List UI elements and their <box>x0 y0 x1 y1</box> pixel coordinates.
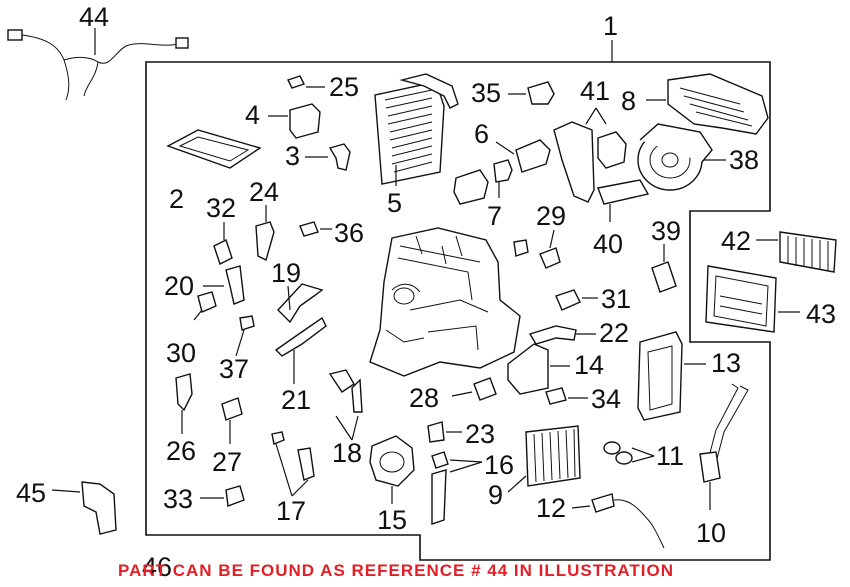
actuator-28 <box>473 377 497 401</box>
sensor-34 <box>545 387 567 405</box>
blower-motor-38 <box>637 123 726 191</box>
callout-37: 37 <box>219 354 250 384</box>
actuator-6 <box>495 139 551 173</box>
clip-36 <box>299 221 319 237</box>
callout-11: 11 <box>656 441 685 471</box>
callout-28: 28 <box>409 383 440 413</box>
callout-22: 22 <box>599 318 630 348</box>
callout-29: 29 <box>536 201 567 231</box>
o-rings-11 <box>603 441 655 465</box>
hvac-housing <box>369 227 521 377</box>
callout-7: 7 <box>487 201 503 231</box>
callout-38: 38 <box>729 145 760 175</box>
evaporator-5 <box>374 73 459 186</box>
callout-27: 27 <box>212 447 243 477</box>
heater-pipes-10 <box>699 383 749 510</box>
small-part-25 <box>287 75 325 89</box>
bracket-40 <box>597 179 650 222</box>
bracket-22 <box>528 325 577 345</box>
bracket-16 <box>431 451 483 525</box>
block-4 <box>268 103 321 139</box>
sensor-29b <box>513 239 529 257</box>
resistor-39 <box>651 261 677 293</box>
blower-housing-8 <box>646 73 769 135</box>
actuator-29 <box>539 247 561 269</box>
bracket-31 <box>555 289 581 311</box>
motor-15 <box>369 435 415 504</box>
callout-41: 41 <box>580 76 611 106</box>
callout-14: 14 <box>574 350 605 380</box>
callout-44: 44 <box>79 2 110 32</box>
reference-notice: PART CAN BE FOUND AS REFERENCE # 44 IN I… <box>118 561 674 580</box>
callout-42: 42 <box>721 226 752 256</box>
callout-16: 16 <box>484 450 515 480</box>
cabin-filter-42 <box>756 231 837 273</box>
sensor-32 <box>213 239 233 265</box>
heater-core-9 <box>507 425 581 493</box>
callout-9: 9 <box>488 480 504 510</box>
callout-17: 17 <box>276 496 307 526</box>
panel-13 <box>637 331 706 421</box>
pipe-12 <box>571 493 665 549</box>
callout-24: 24 <box>249 177 280 207</box>
linkage-19 <box>277 283 324 324</box>
callout-12: 12 <box>536 493 567 523</box>
wiring-harness-44 <box>7 28 189 101</box>
filter-housing-43 <box>705 265 800 333</box>
bracket-26 <box>175 373 193 412</box>
linkage-21 <box>274 316 327 357</box>
callout-45: 45 <box>16 478 47 508</box>
sensor-35 <box>508 81 555 105</box>
callout-33: 33 <box>163 484 194 514</box>
callout-31: 31 <box>601 284 632 314</box>
callout-25: 25 <box>329 72 360 102</box>
callout-20: 20 <box>164 271 195 301</box>
duct-45 <box>51 481 117 535</box>
callout-23: 23 <box>465 419 496 449</box>
clip-30 <box>197 291 217 313</box>
frame-part-2 <box>166 129 262 169</box>
pin-37 <box>239 315 255 331</box>
callout-13: 13 <box>711 348 742 378</box>
clip-27 <box>221 397 243 421</box>
callout-3: 3 <box>285 141 301 171</box>
callout-34: 34 <box>591 384 622 414</box>
callout-21: 21 <box>281 385 312 415</box>
bracket-23 <box>427 421 445 443</box>
callout-19: 19 <box>271 258 302 288</box>
assembly-frame <box>145 61 771 561</box>
clip-3 <box>328 143 351 171</box>
callout-39: 39 <box>651 216 682 246</box>
callout-4: 4 <box>245 100 261 130</box>
callout-43: 43 <box>806 299 837 329</box>
bracket-24 <box>255 221 275 262</box>
linkage-18 <box>328 369 363 441</box>
callout-2: 2 <box>169 184 185 214</box>
callout-36: 36 <box>334 218 365 248</box>
lever-20 <box>225 265 245 305</box>
linkage-17 <box>271 431 315 497</box>
housing-14 <box>507 343 549 395</box>
door-41 <box>553 107 627 203</box>
callout-8: 8 <box>621 86 637 116</box>
actuator-7 <box>453 159 513 205</box>
callout-1: 1 <box>603 11 619 41</box>
callout-32: 32 <box>206 193 237 223</box>
callout-35: 35 <box>471 78 502 108</box>
callout-26: 26 <box>166 436 197 466</box>
callout-18: 18 <box>332 438 363 468</box>
callout-6: 6 <box>474 119 490 149</box>
callout-30: 30 <box>166 338 197 368</box>
clip-33 <box>225 485 245 507</box>
callout-40: 40 <box>593 229 624 259</box>
callout-15: 15 <box>377 505 408 535</box>
callout-5: 5 <box>387 188 403 218</box>
callout-10: 10 <box>696 518 727 548</box>
callout-46: 46 <box>142 552 173 582</box>
